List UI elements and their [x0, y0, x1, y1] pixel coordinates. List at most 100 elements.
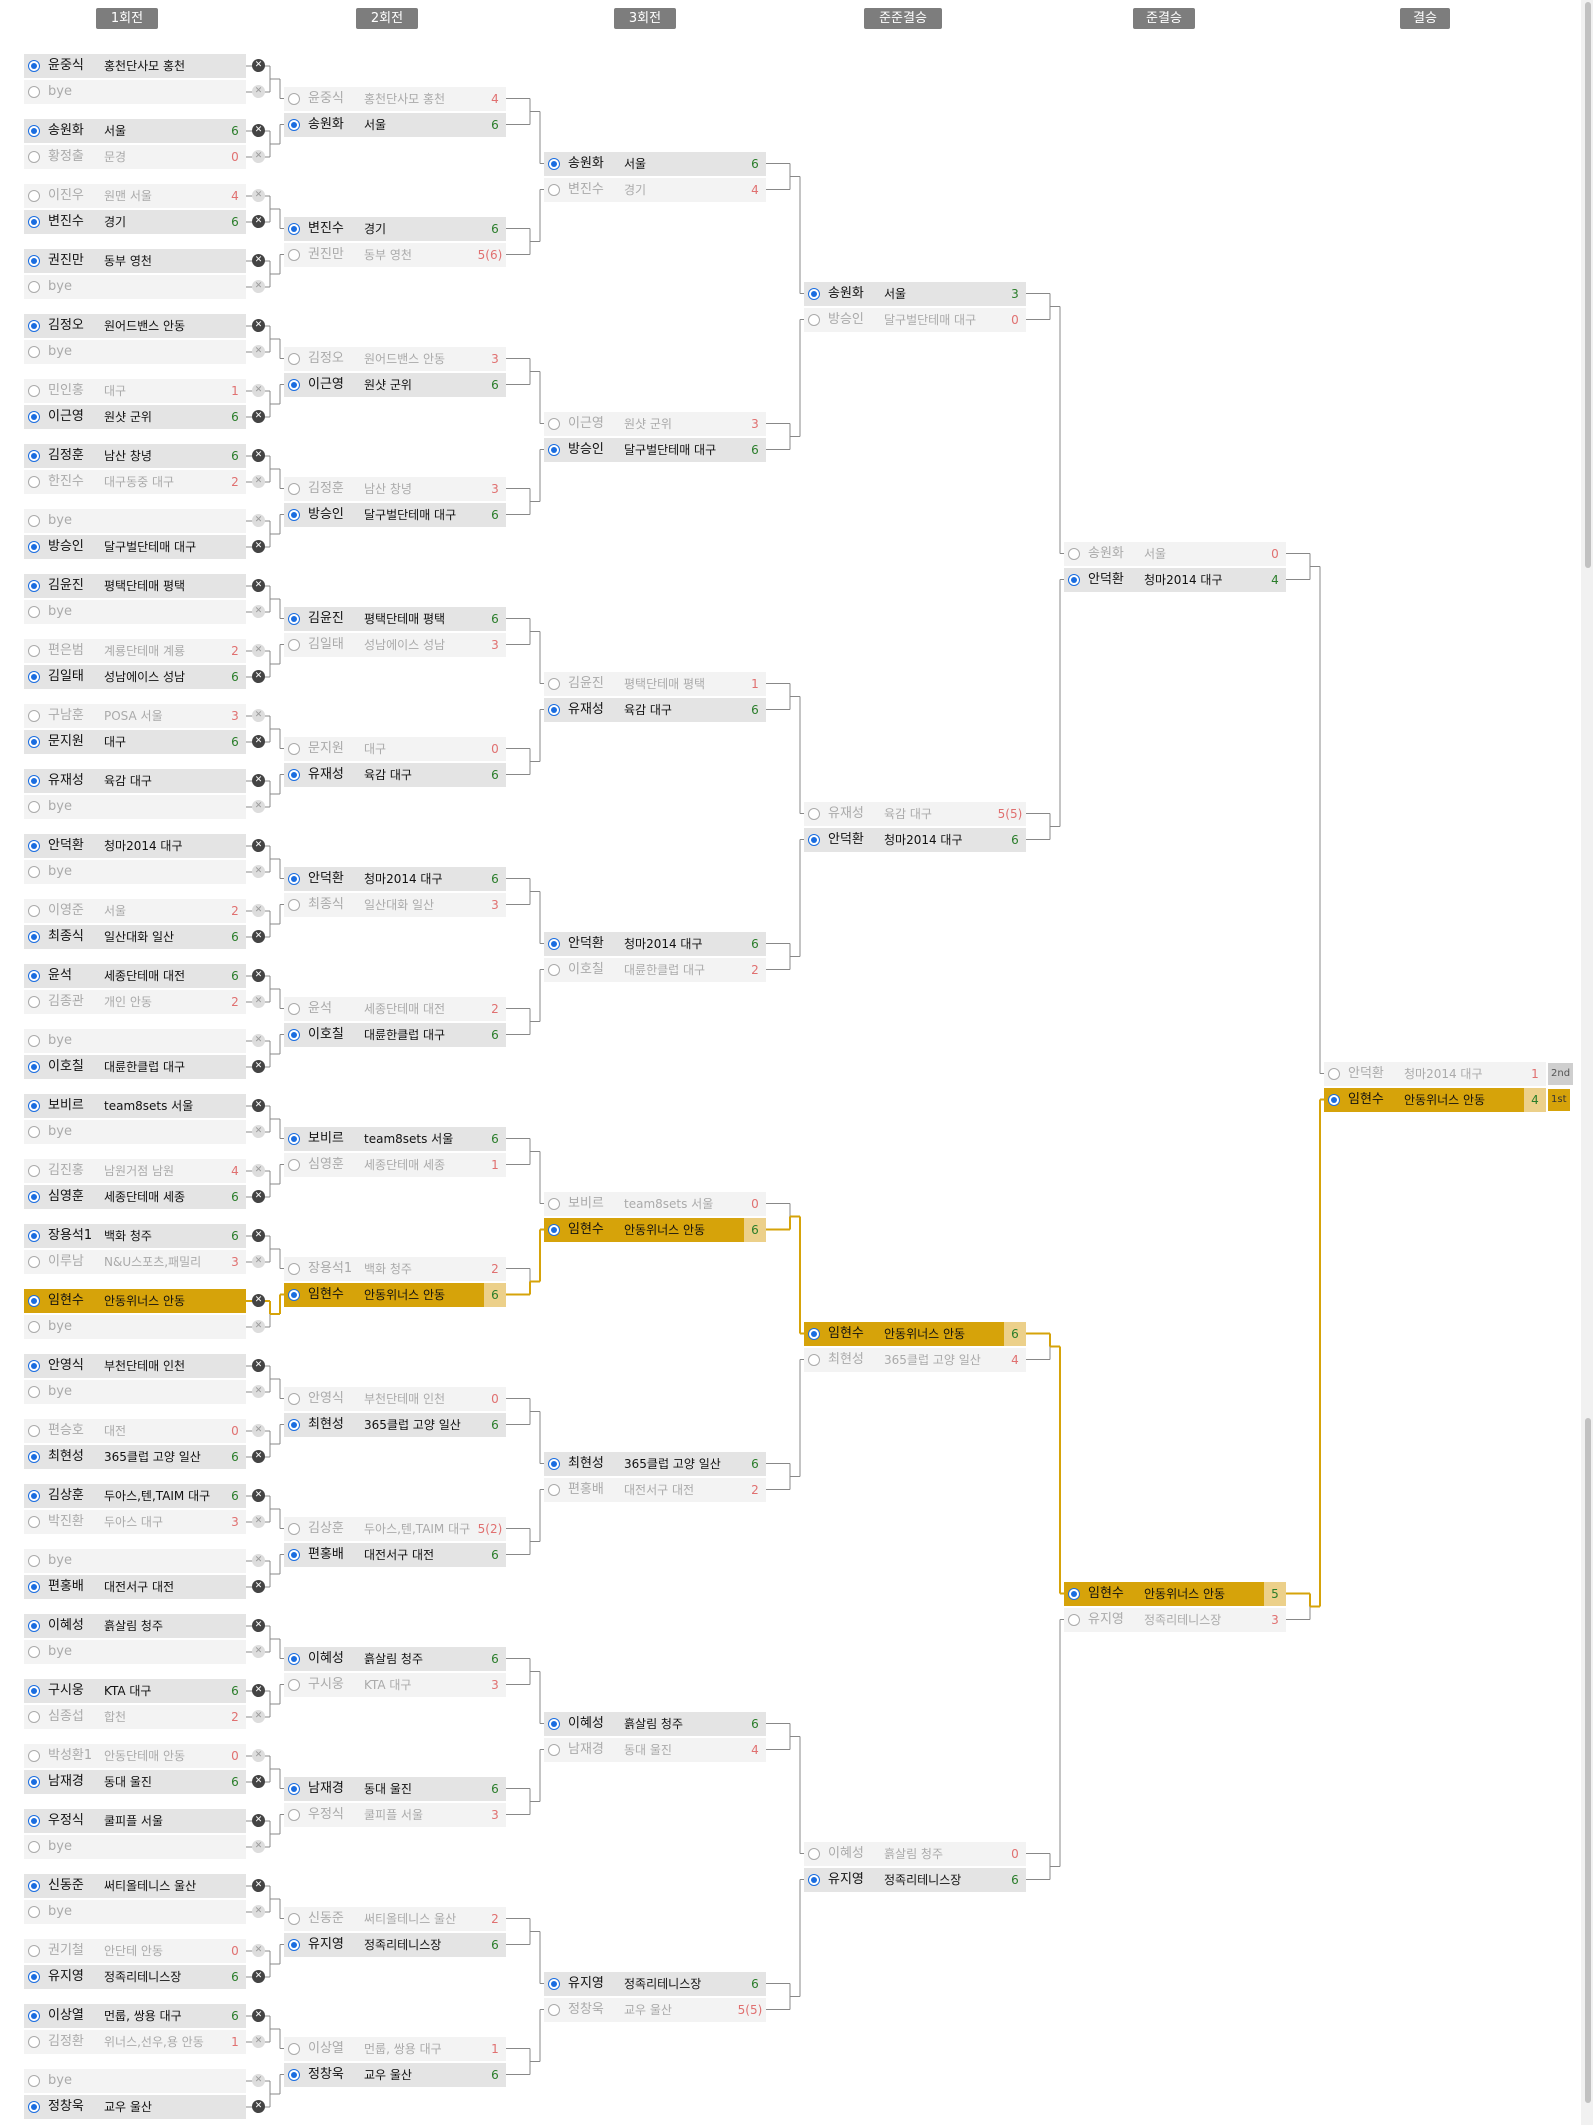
remove-icon[interactable]: ✕ — [252, 1489, 265, 1502]
radio-selected-icon[interactable] — [808, 1873, 820, 1886]
bye-slot[interactable]: bye — [24, 340, 246, 364]
remove-icon[interactable]: ✕ — [252, 1580, 265, 1593]
remove-icon[interactable]: ✕ — [252, 319, 265, 332]
radio-selected-icon[interactable] — [28, 1815, 40, 1827]
remove-icon[interactable]: ✕ — [252, 1775, 265, 1788]
radio-selected-icon[interactable] — [28, 1191, 40, 1203]
radio-icon[interactable] — [288, 248, 300, 261]
radio-selected-icon[interactable] — [288, 1418, 300, 1431]
radio-icon[interactable] — [808, 1847, 820, 1860]
remove-icon[interactable]: ✕ — [252, 1814, 265, 1827]
bye-slot[interactable]: bye — [24, 600, 246, 624]
remove-icon[interactable]: ✕ — [252, 1034, 265, 1047]
remove-icon[interactable]: ✕ — [252, 1450, 265, 1463]
bye-slot[interactable]: bye — [24, 860, 246, 884]
radio-selected-icon[interactable] — [1328, 1093, 1340, 1106]
radio-icon[interactable] — [548, 2003, 560, 2016]
radio-icon[interactable] — [548, 1197, 560, 1210]
radio-selected-icon[interactable] — [28, 255, 40, 267]
radio-icon[interactable] — [28, 1516, 40, 1528]
radio-selected-icon[interactable] — [288, 612, 300, 625]
radio-icon[interactable] — [288, 1002, 300, 1015]
remove-icon[interactable]: ✕ — [252, 345, 265, 358]
radio-selected-icon[interactable] — [28, 60, 40, 72]
radio-icon[interactable] — [288, 1522, 300, 1535]
remove-icon[interactable]: ✕ — [252, 85, 265, 98]
bye-slot[interactable]: bye — [24, 1315, 246, 1339]
remove-icon[interactable]: ✕ — [252, 449, 265, 462]
remove-icon[interactable]: ✕ — [252, 475, 265, 488]
radio-icon[interactable] — [548, 1743, 560, 1756]
radio-selected-icon[interactable] — [288, 1938, 300, 1951]
radio-selected-icon[interactable] — [28, 1451, 40, 1463]
bye-slot[interactable]: bye — [24, 795, 246, 819]
bye-slot[interactable]: bye — [24, 1120, 246, 1144]
remove-icon[interactable]: ✕ — [252, 1424, 265, 1437]
radio-selected-icon[interactable] — [288, 1132, 300, 1145]
remove-icon[interactable]: ✕ — [252, 1749, 265, 1762]
bye-slot[interactable]: bye — [24, 1835, 246, 1859]
radio-selected-icon[interactable] — [288, 222, 300, 235]
radio-selected-icon[interactable] — [28, 736, 40, 748]
radio-icon[interactable] — [1328, 1067, 1340, 1080]
radio-selected-icon[interactable] — [28, 1360, 40, 1372]
remove-icon[interactable]: ✕ — [252, 1554, 265, 1567]
radio-icon[interactable] — [288, 92, 300, 105]
radio-selected-icon[interactable] — [28, 216, 40, 228]
radio-icon[interactable] — [28, 476, 40, 488]
scrollbar-thumb-lower[interactable] — [1585, 1418, 1591, 2103]
radio-selected-icon[interactable] — [288, 378, 300, 391]
radio-icon[interactable] — [288, 1392, 300, 1405]
radio-icon[interactable] — [28, 151, 40, 163]
remove-icon[interactable]: ✕ — [252, 1294, 265, 1307]
radio-icon[interactable] — [28, 606, 40, 618]
remove-icon[interactable]: ✕ — [252, 1905, 265, 1918]
remove-icon[interactable]: ✕ — [252, 1385, 265, 1398]
radio-selected-icon[interactable] — [28, 450, 40, 462]
radio-icon[interactable] — [288, 2042, 300, 2055]
radio-icon[interactable] — [28, 1126, 40, 1138]
radio-selected-icon[interactable] — [288, 1652, 300, 1665]
radio-icon[interactable] — [548, 677, 560, 690]
radio-icon[interactable] — [28, 86, 40, 98]
radio-icon[interactable] — [28, 385, 40, 397]
remove-icon[interactable]: ✕ — [252, 995, 265, 1008]
bye-slot[interactable]: bye — [24, 2069, 246, 2093]
radio-selected-icon[interactable] — [548, 157, 560, 170]
radio-icon[interactable] — [28, 1321, 40, 1333]
